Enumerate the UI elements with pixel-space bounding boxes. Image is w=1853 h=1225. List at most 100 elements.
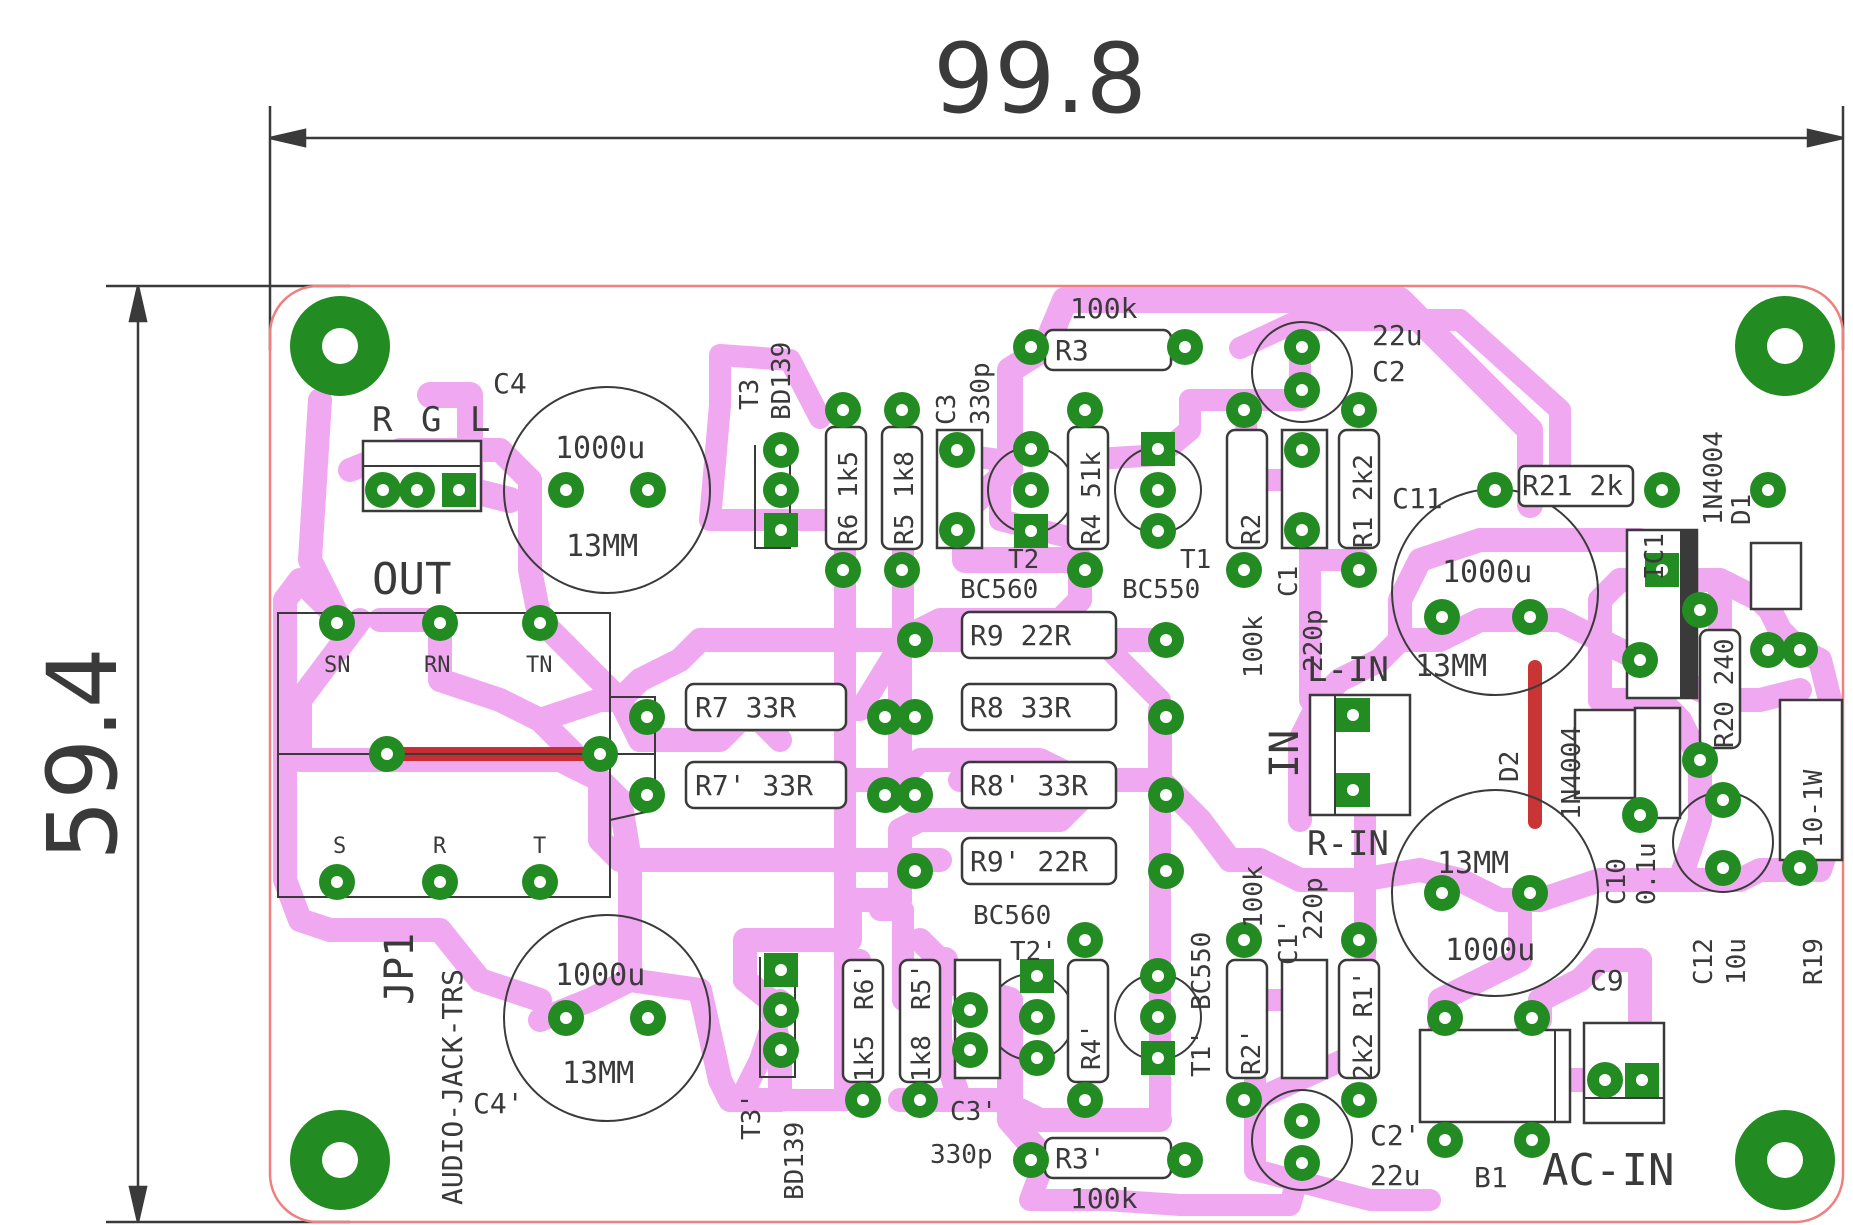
pad-hole bbox=[1179, 1154, 1191, 1166]
t2-type: BC560 bbox=[960, 575, 1038, 605]
r2p-label: R2' bbox=[1237, 1028, 1267, 1075]
pad-hole bbox=[1694, 754, 1706, 766]
in-label: IN bbox=[1262, 730, 1308, 778]
pad-hole bbox=[642, 1012, 654, 1024]
r7-label: R7 33R bbox=[695, 691, 796, 724]
pad-hole bbox=[411, 484, 423, 496]
pad-hole bbox=[1025, 443, 1037, 455]
pad-hole bbox=[1025, 484, 1037, 496]
t1p-label: T1' bbox=[1187, 1030, 1217, 1077]
r2-value: 100k bbox=[1239, 615, 1269, 678]
r8p-label: R8' 33R bbox=[970, 769, 1088, 802]
r6-label: R6 1k5 bbox=[834, 451, 864, 545]
pad-hole bbox=[1160, 711, 1172, 723]
r6p-a-label: 1k5 bbox=[850, 1035, 880, 1082]
pad-hole bbox=[1152, 443, 1164, 455]
pad-hole bbox=[1656, 484, 1668, 496]
pad-hole bbox=[1717, 862, 1729, 874]
pad-hole bbox=[914, 1094, 926, 1106]
pad-hole bbox=[1031, 970, 1043, 982]
c9-value: 1000u bbox=[1445, 933, 1535, 968]
pad-hole bbox=[453, 484, 465, 496]
pad-hole bbox=[909, 789, 921, 801]
out-pin-labels: R G L bbox=[372, 400, 494, 440]
jack-pin-sn: SN bbox=[324, 653, 351, 678]
t2p-label: T2' bbox=[1010, 937, 1057, 967]
c2p-value: 22u bbox=[1370, 1159, 1421, 1192]
c4p-label: C4' bbox=[473, 1087, 524, 1120]
t3-type: BD139 bbox=[767, 342, 797, 420]
pad-hole bbox=[1296, 1115, 1308, 1127]
mounting-holes bbox=[290, 296, 1835, 1210]
r1-label: R1 2k2 bbox=[1349, 454, 1379, 548]
t2p-type: BC560 bbox=[973, 901, 1051, 931]
c12-value: 10u bbox=[1722, 938, 1752, 985]
r5p-b-label: R5' bbox=[907, 963, 937, 1010]
pad-hole bbox=[434, 617, 446, 629]
pad-hole bbox=[1238, 934, 1250, 946]
r1p-label: 2k2 R1' bbox=[1349, 970, 1379, 1080]
pad-hole bbox=[1634, 654, 1646, 666]
pad-hole bbox=[775, 964, 787, 976]
r2p-value: 100k bbox=[1239, 865, 1269, 928]
pad-hole bbox=[1160, 634, 1172, 646]
pad-hole bbox=[775, 1004, 787, 1016]
pad-hole bbox=[951, 524, 963, 536]
r3-value: 100k bbox=[1070, 292, 1138, 325]
pad-hole bbox=[1160, 789, 1172, 801]
pad-hole bbox=[1526, 1012, 1538, 1024]
jp1-value: AUDIO-JACK-TRS bbox=[436, 969, 469, 1205]
pad-hole bbox=[1152, 970, 1164, 982]
pad-hole bbox=[964, 1004, 976, 1016]
pad-hole bbox=[1025, 525, 1037, 537]
pad-hole bbox=[1025, 341, 1037, 353]
pad-hole bbox=[1238, 564, 1250, 576]
c2p-label: C2' bbox=[1370, 1119, 1421, 1152]
jack-pin-s: S bbox=[333, 834, 346, 859]
pad-hole bbox=[1152, 1011, 1164, 1023]
c3p-label: C3' bbox=[950, 1097, 997, 1127]
r21-label: R21 2k bbox=[1522, 469, 1623, 502]
pad-hole bbox=[1439, 1012, 1451, 1024]
pad-hole bbox=[1160, 865, 1172, 877]
pad-hole bbox=[1347, 709, 1359, 721]
c4-value: 1000u bbox=[555, 431, 645, 466]
pad-hole bbox=[879, 789, 891, 801]
d2-label: D2 bbox=[1495, 751, 1525, 782]
pad-hole bbox=[1436, 611, 1448, 623]
t1-label: T1 bbox=[1180, 545, 1211, 575]
pad-hole bbox=[1079, 934, 1091, 946]
r4-label: R4 51k bbox=[1077, 451, 1107, 545]
pad-hole bbox=[1489, 484, 1501, 496]
pad-hole bbox=[1296, 1157, 1308, 1169]
pad-hole bbox=[534, 876, 546, 888]
pad-hole bbox=[1353, 404, 1365, 416]
pad-hole bbox=[560, 484, 572, 496]
pad-hole bbox=[1031, 1052, 1043, 1064]
r5-label: R5 1k8 bbox=[890, 451, 920, 545]
l-in-label: L-IN bbox=[1307, 650, 1389, 690]
pad-hole bbox=[642, 484, 654, 496]
r6p-b-label: R6' bbox=[850, 963, 880, 1010]
c4-label: C4 bbox=[493, 367, 527, 400]
pad-hole bbox=[1152, 484, 1164, 496]
pad-hole bbox=[837, 564, 849, 576]
r2-label: R2 bbox=[1237, 514, 1267, 545]
c10-value: 0.1u bbox=[1632, 842, 1662, 905]
pad-hole bbox=[1353, 564, 1365, 576]
pad-hole bbox=[1636, 1074, 1648, 1086]
pad-hole bbox=[1179, 341, 1191, 353]
t1-type: BC550 bbox=[1122, 575, 1200, 605]
pad-hole bbox=[896, 564, 908, 576]
jack-pin-tn: TN bbox=[526, 653, 553, 678]
c4p-size: 13MM bbox=[562, 1056, 634, 1091]
b1-label: B1 bbox=[1474, 1161, 1508, 1194]
pad-hole bbox=[1079, 404, 1091, 416]
pad-hole bbox=[775, 484, 787, 496]
jp1-label: JP1 bbox=[377, 933, 423, 1005]
pad-hole bbox=[381, 748, 393, 760]
r3p-value: 100k bbox=[1070, 1182, 1138, 1215]
silkscreen-labels: R G L OUT SN RN TN S R T JP1 AUDIO-JACK-… bbox=[324, 292, 1829, 1215]
pad-hole bbox=[1079, 1094, 1091, 1106]
t1p-type: BC550 bbox=[1187, 932, 1217, 1010]
